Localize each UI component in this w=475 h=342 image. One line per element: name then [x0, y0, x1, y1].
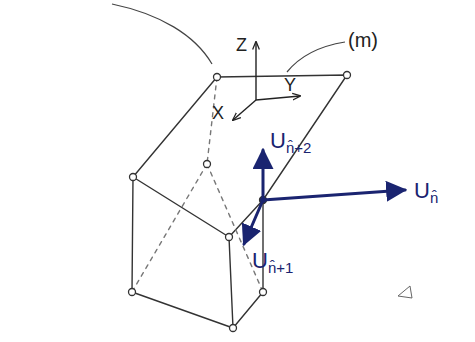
- element-label: (m): [348, 30, 378, 50]
- axis-label: Z: [236, 36, 247, 54]
- dof-subscript: n̂: [430, 190, 438, 205]
- dof-symbol: U: [270, 130, 286, 152]
- dof-arrows: [244, 150, 405, 244]
- sketch-mark: [398, 286, 412, 298]
- dof-subscript: n̂+2: [286, 140, 311, 155]
- axis-label: Y: [284, 76, 296, 94]
- leader-lines: [112, 4, 345, 72]
- corner-nodes: [129, 72, 351, 332]
- dof-symbol: U: [414, 180, 430, 202]
- box-outline: [132, 75, 347, 328]
- axis-label: X: [212, 104, 224, 122]
- dof-symbol: U: [252, 250, 268, 272]
- dof-subscript: n̂+1: [268, 260, 293, 275]
